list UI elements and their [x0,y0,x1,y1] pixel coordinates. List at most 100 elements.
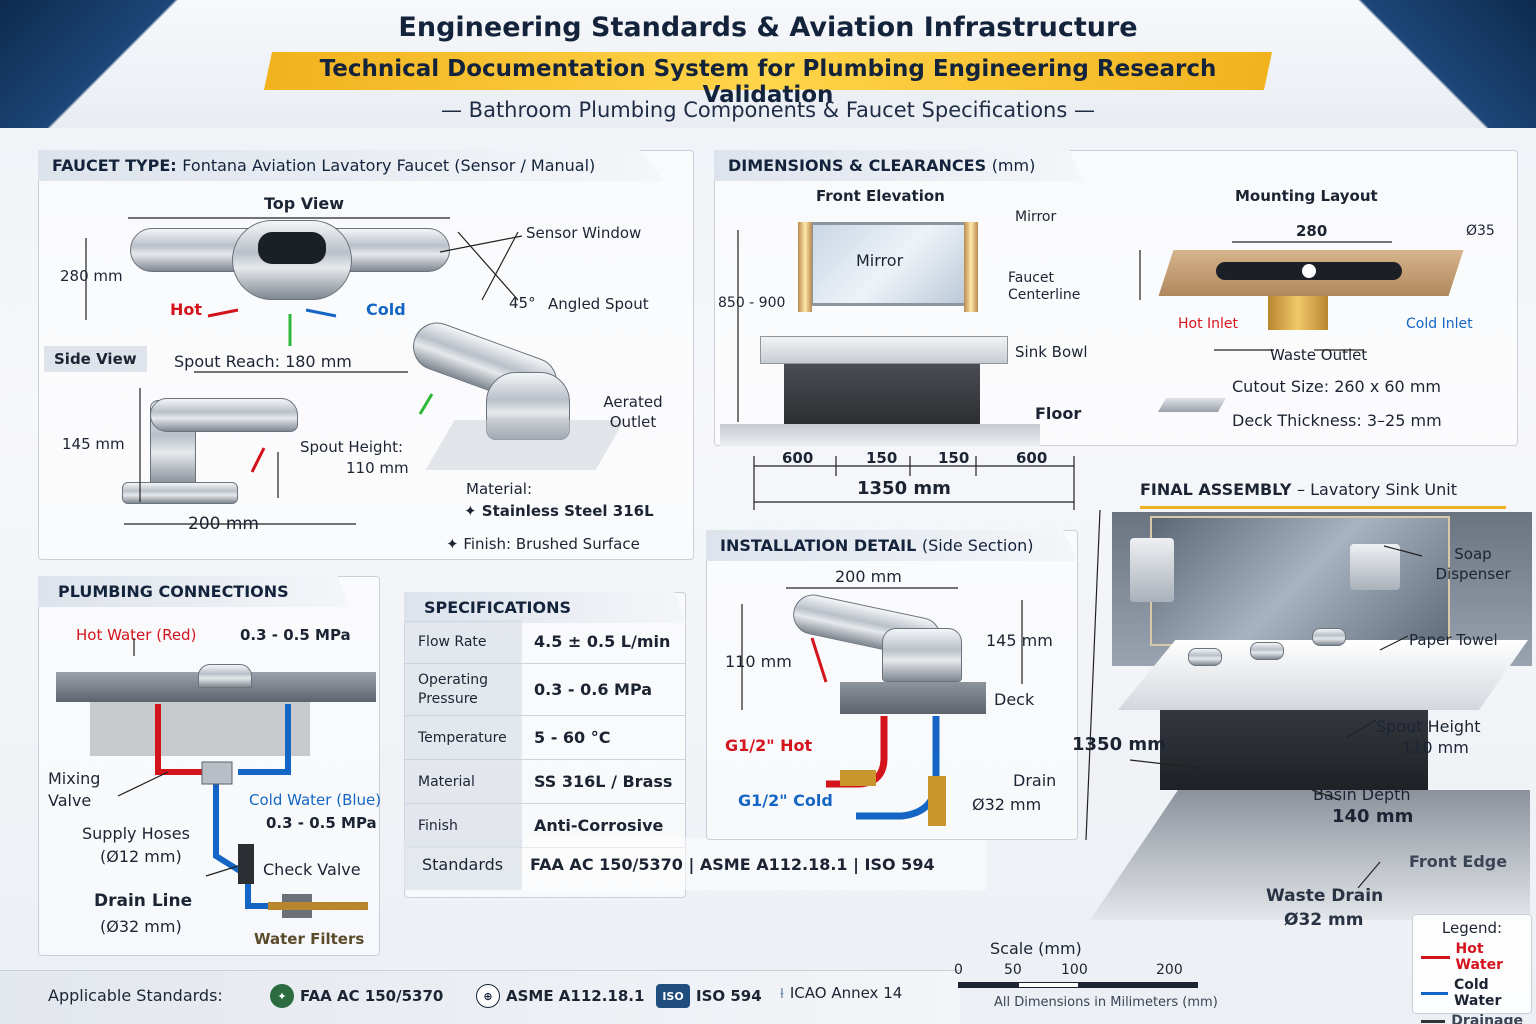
floor-label: Floor [1035,404,1082,423]
supply-dia-label: (Ø12 mm) [100,847,182,866]
legend-line-cold [1421,991,1448,995]
installation-title-bold: INSTALLATION DETAIL [720,536,917,555]
specifications-title: SPECIFICATIONS [404,592,686,623]
spout-reach-label: Spout Reach: 180 mm [174,352,352,371]
assembly-towel-dispenser [1350,544,1400,590]
mixing-valve-label: Mixing Valve [48,769,101,810]
check-valve-label: Check Valve [263,860,361,879]
front-elevation-label: Front Elevation [816,187,945,205]
faucet-centerline-label: Faucet Centerline [1008,270,1081,303]
spec-value: 5 - 60 °C [534,728,611,747]
assembly-title: FINAL ASSEMBLY – Lavatory Sink Unit [1140,480,1457,499]
spout-height-value: 110 mm [346,459,409,477]
total-width-label: 1350 mm [857,478,951,499]
assembly-faucet-1 [1188,648,1222,666]
soap-dispenser-label: Soap Dispenser [1435,545,1511,583]
mounting-hole [1302,264,1316,278]
footer-icao-text: ICAO Annex 14 [789,984,903,1002]
globe-icon: ⊕ [476,984,500,1008]
waste-drain-label: Waste Drain [1266,886,1384,906]
spec-row-flow: Flow Rate 4.5 ± 0.5 L/min [404,620,686,664]
material-value: ✦ Stainless Steel 316L [464,502,654,520]
mount-width-label: 280 [1296,222,1328,240]
legend-item-drain: Drainage [1421,1013,1523,1024]
front-edge-label: Front Edge [1409,852,1508,871]
dimensions-title-bold: DIMENSIONS & CLEARANCES [728,156,987,175]
scale-bar [958,982,1198,988]
vanity-counter [760,336,1008,364]
header-corner-right [1276,0,1536,128]
spec-key: Temperature [404,716,522,759]
hot-pressure-label: 0.3 - 0.5 MPa [240,626,351,644]
mirror-light-right [964,222,978,312]
assembly-title-thin: – Lavatory Sink Unit [1297,480,1457,499]
header-corner-left [0,0,260,128]
dimensions-lines [737,230,1392,510]
spout-height-label: Spout Height: [300,438,404,456]
installation-panel-title: INSTALLATION DETAIL (Side Section) [706,530,1078,561]
install-hot-conn: G1/2" Hot [725,736,812,755]
assembly-soap-dispenser [1130,538,1174,602]
spec-table: Flow Rate 4.5 ± 0.5 L/min Operating Pres… [404,620,686,848]
scale-bar-seg [1017,982,1079,988]
install-faucet-body [882,628,962,682]
deck-thickness-label: Deck Thickness: 3–25 mm [1232,411,1442,430]
mounting-layout-label: Mounting Layout [1235,187,1378,205]
diameter-label: Ø35 [1466,223,1495,239]
install-cold-conn: G1/2" Cold [738,791,833,810]
faucet-side-spout [150,398,298,432]
hot-water-label: Hot Water (Red) [76,626,197,644]
assembly-title-bold: FINAL ASSEMBLY [1140,480,1292,499]
basin-depth-value: 140 mm [1332,806,1414,827]
standards-value: FAA AC 150/5370 | ASME A112.18.1 | ISO 5… [530,854,935,874]
spec-row-pressure: Operating Pressure 0.3 - 0.6 MPa [404,664,686,716]
scale-note: All Dimensions in Milimeters (mm) [994,995,1218,1010]
mirror-callout: Mirror [1015,209,1057,225]
water-filters-label: Water Filters [254,930,365,948]
footer-iso-text: ISO 594 [696,987,762,1005]
mirror-light-left [798,222,812,312]
scale-tick-50: 50 [1004,962,1022,978]
finish-label: ✦ Finish: Brushed Surface [446,535,640,553]
mirror-inside-label: Mirror [856,251,904,270]
cold-pressure-label: 0.3 - 0.5 MPa [266,814,377,832]
standards-key: Standards [404,838,522,890]
width-280-label: 280 mm [60,267,123,285]
install-width-label: 200 mm [835,567,902,586]
height-145-label: 145 mm [62,435,125,453]
sink-bowl-label: Sink Bowl [1015,343,1088,361]
legend-drain-text: Drainage [1451,1013,1523,1024]
install-deck [840,682,986,714]
assembly-spout-height-label: Spout Height [1376,717,1481,736]
supply-hoses-label: Supply Hoses [82,824,190,843]
assembly-spout-height-value: 110 mm [1402,738,1469,757]
finish-text: Finish: Brushed Surface [463,535,640,553]
assembly-faucet-2 [1250,642,1284,660]
page-title: Engineering Standards & Aviation Infrast… [398,12,1138,43]
aerated-outlet-label: Aerated Outlet [603,393,663,431]
spec-row-temperature: Temperature 5 - 60 °C [404,716,686,760]
top-view-label: Top View [264,194,345,213]
spec-value: SS 316L / Brass [534,772,673,791]
height-range-label: 850 - 900 [718,295,786,311]
cutout-label: Cutout Size: 260 x 60 mm [1232,377,1441,396]
spec-key: Operating Pressure [404,664,522,715]
spec-key: Flow Rate [404,620,522,663]
plumbing-faucet [198,664,252,688]
faucet-dimension-lines [85,217,523,525]
assembly-faucet-3 [1312,628,1346,646]
installation-title-thin: (Side Section) [921,536,1034,555]
cold-inlet-label: Cold Inlet [1406,316,1473,332]
standards-row: Standards FAA AC 150/5370 | ASME A112.18… [404,838,986,890]
plumbing-panel-title: PLUMBING CONNECTIONS [38,576,350,607]
assembly-title-underline [1140,506,1506,509]
legend-item-cold: Cold Water [1421,977,1523,1009]
footer-standard-faa: ✦ FAA AC 150/5370 [270,984,443,1008]
mounting-fittings [1268,296,1328,330]
assembly-length-label: 1350 mm [1072,734,1166,755]
legend-line-hot [1421,955,1450,959]
spec-value: Anti-Corrosive [534,816,664,835]
material-value-text: Stainless Steel 316L [481,502,654,520]
spec-value: 0.3 - 0.6 MPa [534,680,653,699]
legend-hot-text: Hot Water [1455,941,1504,973]
